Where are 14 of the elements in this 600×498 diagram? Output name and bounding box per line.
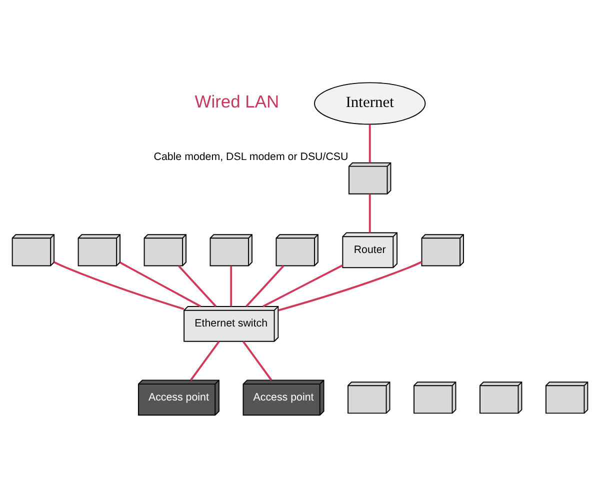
connector — [178, 265, 217, 307]
connector — [230, 266, 232, 306]
connector — [120, 262, 202, 308]
node-label: Cable modem, DSL modem or DSU/CSU — [154, 150, 348, 163]
label: Wired LAN — [194, 92, 280, 112]
connector — [242, 340, 272, 381]
connector — [262, 264, 343, 308]
connector — [278, 261, 422, 312]
connector — [368, 124, 371, 163]
connector — [190, 340, 220, 381]
connector — [54, 261, 184, 310]
connector — [246, 265, 284, 307]
node-ellipse: Internet — [314, 82, 426, 125]
connector — [368, 194, 371, 233]
